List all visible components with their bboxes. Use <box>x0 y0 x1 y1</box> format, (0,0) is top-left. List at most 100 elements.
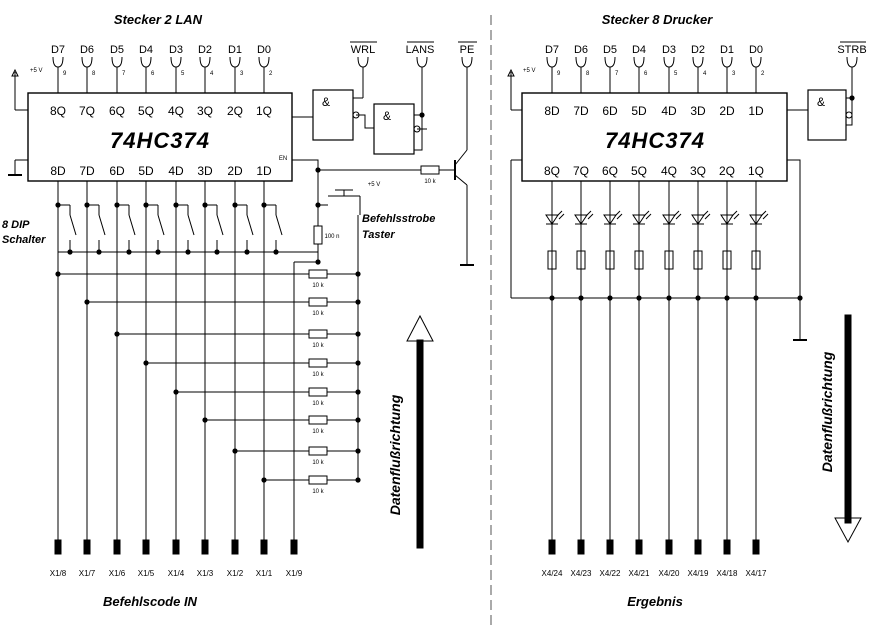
gate-symbol: & <box>383 109 391 123</box>
junction-dot <box>636 295 642 301</box>
led-ray <box>558 213 565 220</box>
right-pin-d4: D4 <box>632 44 646 56</box>
connector-pin <box>546 56 558 68</box>
dip-lever <box>187 214 195 236</box>
left-chip-name: 74HC374 <box>110 128 210 153</box>
junction-dot <box>549 295 555 301</box>
led-ray <box>731 210 738 217</box>
cap-value: 100 n <box>324 234 339 240</box>
nand-gate <box>807 89 847 141</box>
junction-dot <box>55 271 61 277</box>
supply-arrow <box>507 68 515 77</box>
resistor-value: 10 k <box>312 372 324 378</box>
junction-dot <box>315 167 321 173</box>
led-ray <box>585 210 592 217</box>
junction-dot <box>185 249 191 255</box>
junction-dot <box>143 202 149 208</box>
dip-label: 8 DIP <box>2 219 30 231</box>
ladder-resistor <box>308 446 328 456</box>
ladder-resistor <box>308 269 328 279</box>
right-footer: Ergebnis <box>627 594 683 609</box>
resistor-value: 10 k <box>312 429 324 435</box>
left-pin-d1: D1 <box>228 44 242 56</box>
pin-number: 3 <box>240 71 244 77</box>
resistor-value: 10 k <box>312 460 324 466</box>
strobe-label: Befehlsstrobe <box>362 213 435 225</box>
connector-label: X4/24 <box>542 569 563 578</box>
d-label: 2D <box>719 104 735 118</box>
connector-label: X4/22 <box>600 569 621 578</box>
junction-dot <box>419 112 425 118</box>
dip-lever <box>157 214 165 236</box>
left-chip-74hc374 <box>27 92 293 182</box>
q-label: 6Q <box>602 164 618 178</box>
pin-number: 4 <box>210 71 214 77</box>
connector-pin <box>170 56 182 68</box>
resistor-value: 10 k <box>424 179 436 185</box>
supply-label: +5 V <box>30 68 43 74</box>
ladder-resistor <box>308 387 328 397</box>
d-label: 2D <box>227 164 243 178</box>
pin-number: 6 <box>644 71 648 77</box>
junction-dot <box>114 202 120 208</box>
junction-dot <box>355 417 361 423</box>
led-ray <box>673 210 680 217</box>
pin-number: 2 <box>761 71 765 77</box>
connector-block <box>635 539 643 555</box>
led-ray <box>556 210 563 217</box>
transistor-collector <box>454 149 468 166</box>
q-label: 8Q <box>50 104 66 118</box>
connector-block <box>201 539 209 555</box>
connector-label: X4/18 <box>717 569 738 578</box>
connector-block <box>142 539 150 555</box>
connector-pin <box>229 56 241 68</box>
schematic-text: Stecker 2 LAND79D68D57D46D35D24D13D02WRL… <box>2 12 867 609</box>
left-pin-d2: D2 <box>198 44 212 56</box>
junction-dot <box>273 249 279 255</box>
d-label: 7D <box>573 104 589 118</box>
right-pin-d3: D3 <box>662 44 676 56</box>
left-pin-lans: LANS <box>406 44 435 56</box>
pin-number: 7 <box>615 71 619 77</box>
q-label: 8Q <box>544 164 560 178</box>
flow-label-left: Datenflußrichtung <box>387 394 403 515</box>
ladder-resistor <box>308 475 328 485</box>
right-pin-d0: D0 <box>749 44 763 56</box>
d-label: 3D <box>197 164 213 178</box>
junction-dot <box>797 295 803 301</box>
ladder-resistor <box>308 329 328 339</box>
right-pin-d2: D2 <box>691 44 705 56</box>
connector-label: X1/8 <box>50 569 67 578</box>
connector-pin <box>52 56 64 68</box>
connector-label: X1/5 <box>138 569 155 578</box>
connector-label: X4/20 <box>659 569 680 578</box>
connector-label: X1/4 <box>168 569 185 578</box>
q-label: 4Q <box>661 164 677 178</box>
supply-arrow <box>11 68 19 77</box>
connector-block <box>606 539 614 555</box>
d-label: 1D <box>256 164 272 178</box>
connector-block <box>290 539 298 555</box>
connector-pin <box>692 56 704 68</box>
connector-block <box>577 539 585 555</box>
junction-dot <box>315 259 321 265</box>
resistor-value: 10 k <box>312 343 324 349</box>
q-label: 2Q <box>719 164 735 178</box>
junction-dot <box>355 271 361 277</box>
connector-label: X1/7 <box>79 569 96 578</box>
gate-symbol: & <box>322 95 330 109</box>
connector-block <box>113 539 121 555</box>
connector-label: X4/21 <box>629 569 650 578</box>
pin-number: 3 <box>732 71 736 77</box>
junction-dot <box>244 249 250 255</box>
junction-dot <box>232 448 238 454</box>
junction-dot <box>315 202 321 208</box>
led-ray <box>733 213 740 220</box>
left-pin-d7: D7 <box>51 44 65 56</box>
connector-block <box>54 539 62 555</box>
dip-lever <box>69 214 77 236</box>
pin-number: 5 <box>181 71 185 77</box>
resistor-value: 10 k <box>312 311 324 317</box>
pin-number: 7 <box>122 71 126 77</box>
